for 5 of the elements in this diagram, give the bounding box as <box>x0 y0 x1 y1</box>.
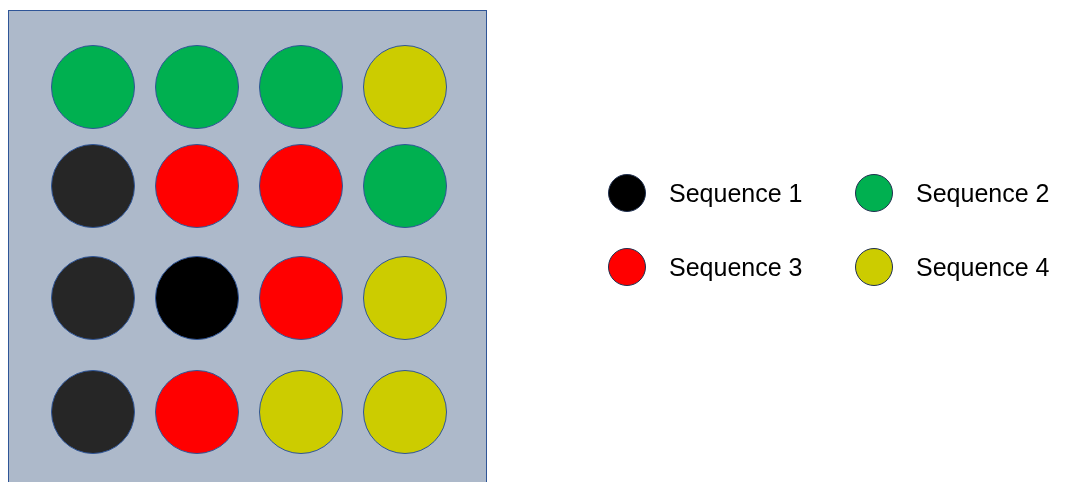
legend-label: Sequence 1 <box>669 178 803 208</box>
legend-label: Sequence 4 <box>916 252 1050 282</box>
legend-label: Sequence 3 <box>669 252 803 282</box>
legend-label: Sequence 2 <box>916 178 1050 208</box>
grid-panel <box>8 10 487 482</box>
